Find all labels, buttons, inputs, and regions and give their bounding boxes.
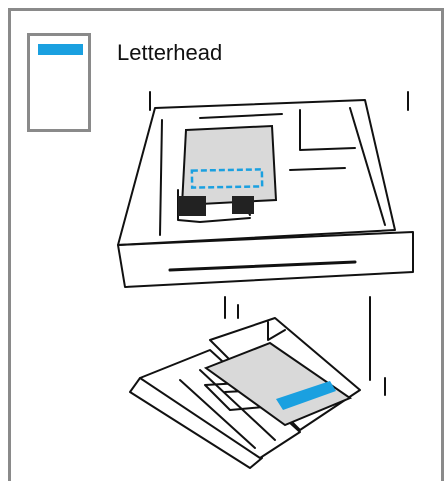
bypass-tray-illustration: [0, 0, 448, 481]
